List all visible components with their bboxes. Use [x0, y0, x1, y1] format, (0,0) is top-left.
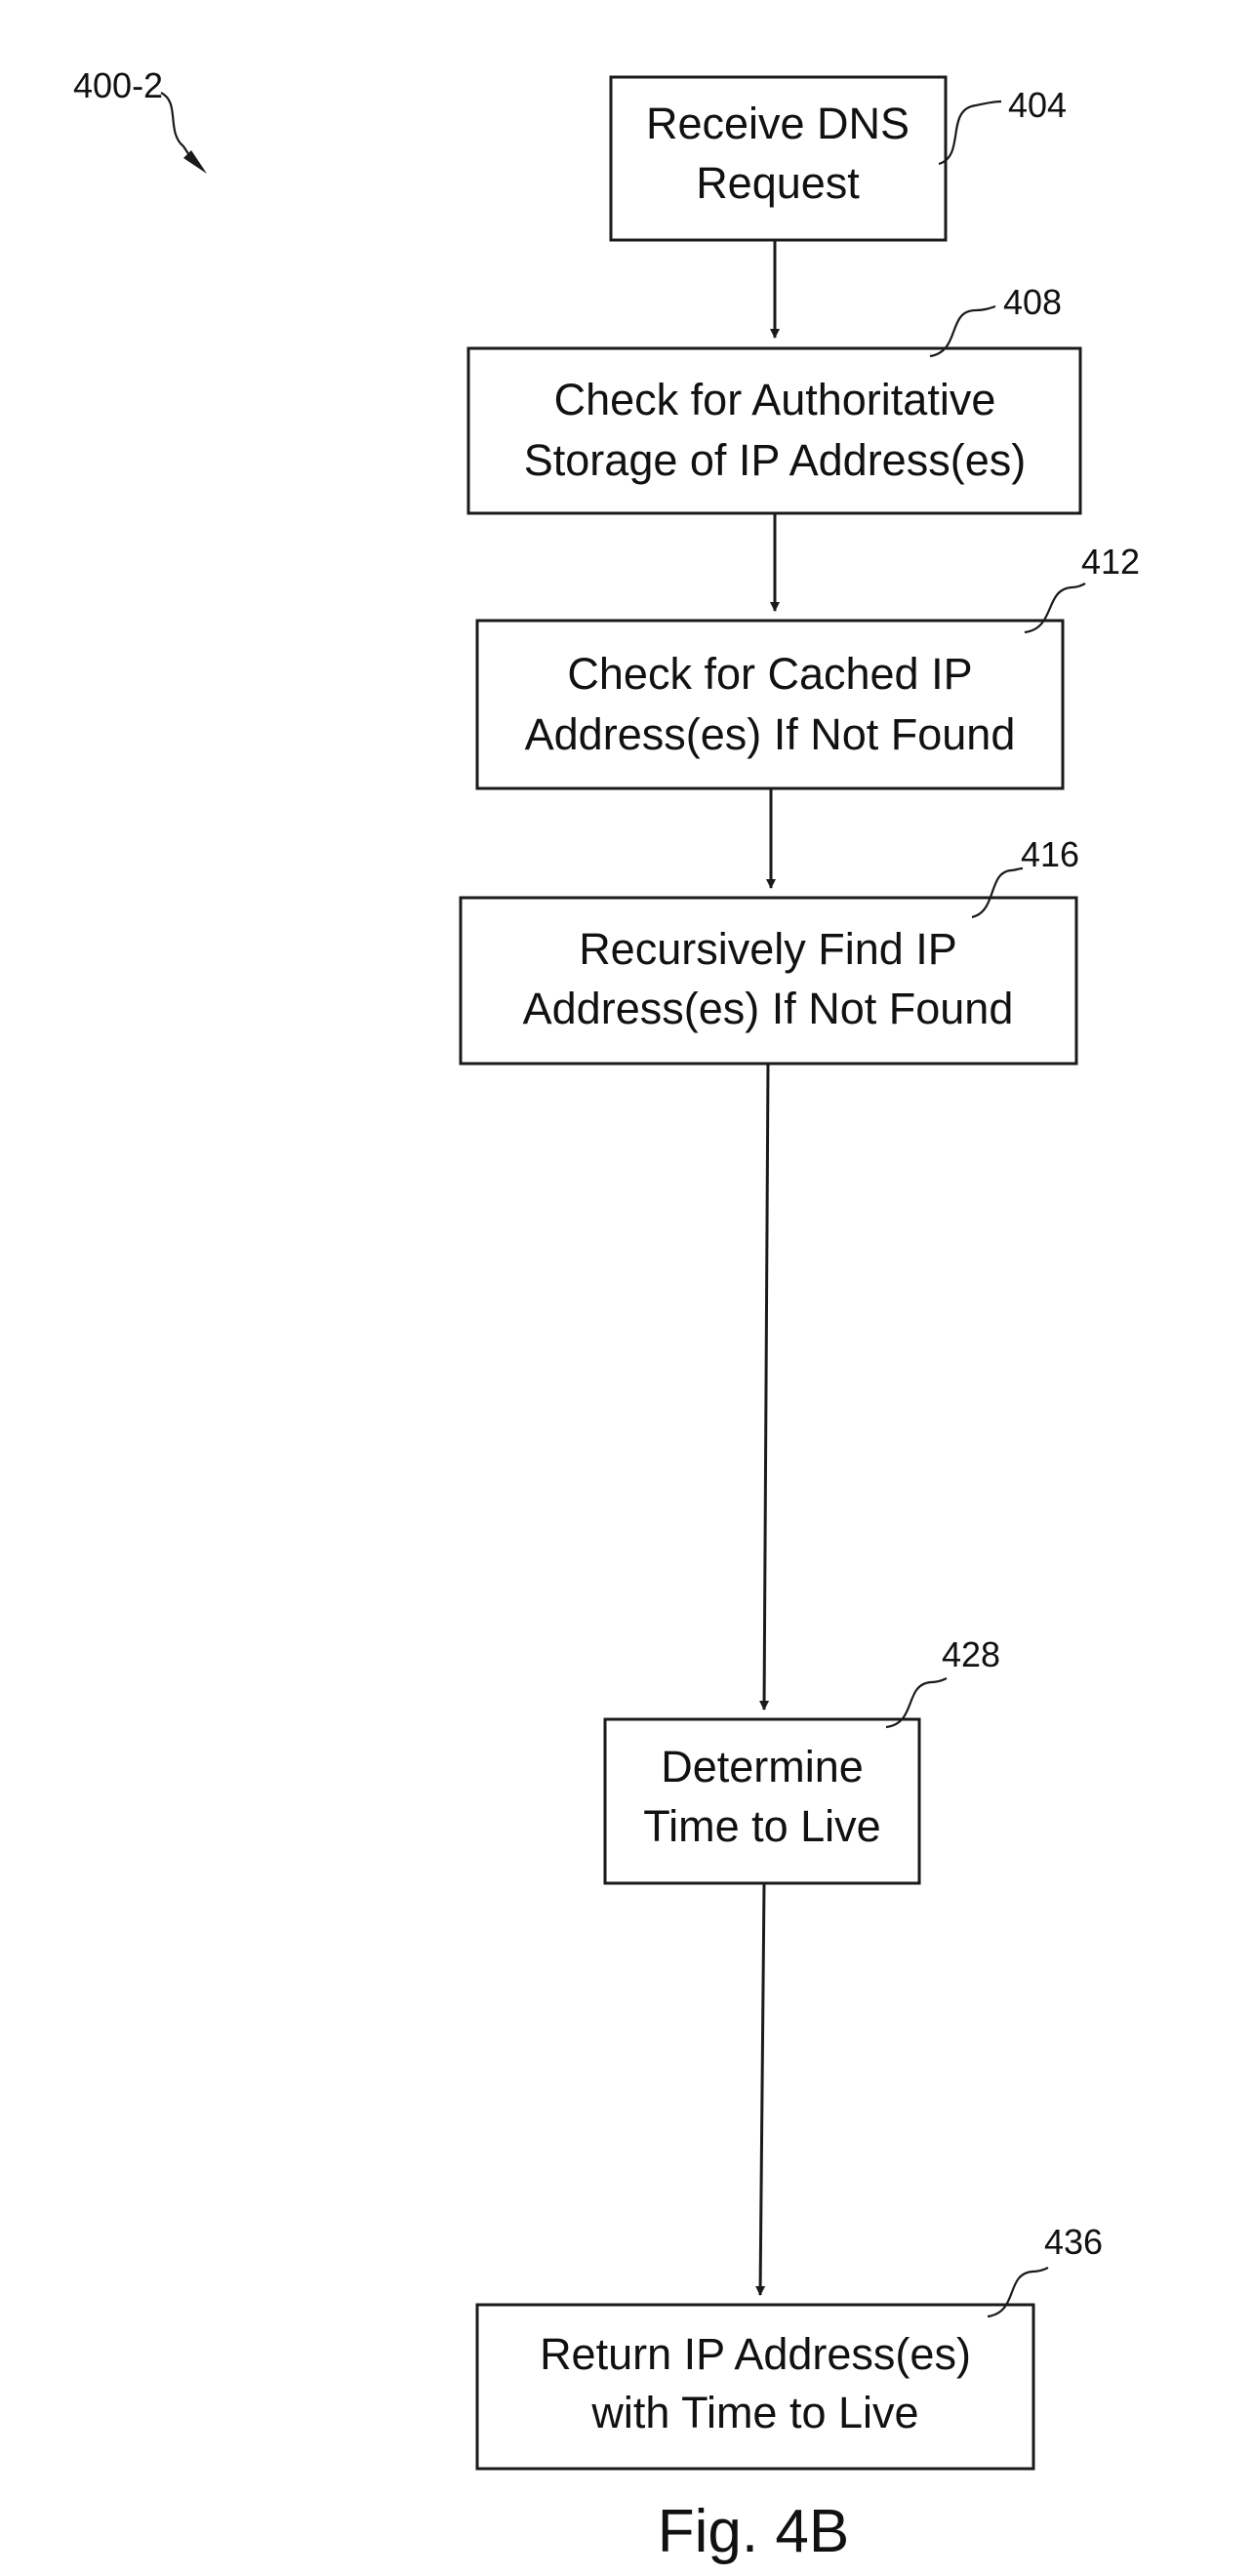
- step-436: Return IP Address(es) with Time to Live …: [477, 2222, 1103, 2469]
- step-412-box: [477, 621, 1063, 788]
- step-404-ref: 404: [1008, 85, 1067, 125]
- step-404: Receive DNS Request 404: [611, 77, 1067, 240]
- step-416-line-2: Address(es) If Not Found: [523, 984, 1014, 1033]
- step-412: Check for Cached IP Address(es) If Not F…: [477, 542, 1140, 788]
- step-408-box: [468, 348, 1080, 513]
- figure-caption: Fig. 4B: [658, 2498, 849, 2565]
- step-404-leader: [939, 101, 1001, 164]
- figure-id-label: 400-2: [73, 65, 163, 105]
- step-412-line-2: Address(es) If Not Found: [525, 709, 1016, 759]
- step-412-ref: 412: [1081, 542, 1140, 582]
- step-404-line-1: Receive DNS: [646, 99, 910, 148]
- step-436-line-2: with Time to Live: [590, 2388, 918, 2437]
- step-436-line-1: Return IP Address(es): [540, 2329, 971, 2379]
- figure-id-arrowhead: [183, 150, 207, 174]
- step-428-line-2: Time to Live: [643, 1801, 880, 1851]
- step-428-ref: 428: [942, 1634, 1000, 1674]
- step-408-ref: 408: [1003, 282, 1062, 322]
- step-436-ref: 436: [1044, 2222, 1103, 2262]
- step-416-line-1: Recursively Find IP: [579, 924, 957, 974]
- connector-416-428: [764, 1064, 768, 1710]
- step-416-box: [461, 898, 1076, 1064]
- step-404-line-2: Request: [696, 158, 860, 208]
- step-412-line-1: Check for Cached IP: [567, 649, 972, 699]
- step-428: Determine Time to Live 428: [605, 1634, 1000, 1883]
- step-408-line-1: Check for Authoritative: [554, 375, 996, 424]
- step-416-ref: 416: [1021, 834, 1079, 874]
- connector-428-436: [760, 1883, 764, 2295]
- step-428-line-1: Determine: [661, 1742, 864, 1791]
- connectors: [760, 240, 775, 2295]
- step-408-line-2: Storage of IP Address(es): [524, 435, 1026, 485]
